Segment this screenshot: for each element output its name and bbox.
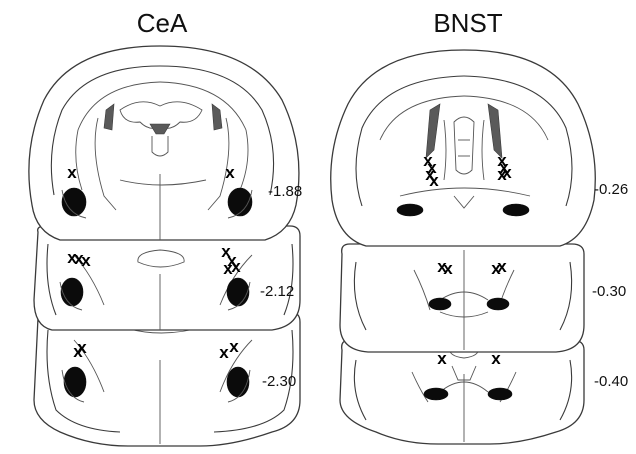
bnst-coordinate-3: -0.40 (594, 373, 628, 390)
bnst-section-3: -0.40 (340, 340, 628, 444)
cea-nucleus-right-2 (227, 278, 249, 306)
cea-title: CeA (137, 8, 188, 38)
bnst-marker: x (429, 171, 439, 190)
cea-marker: x (77, 338, 87, 357)
cea-marker: x (225, 163, 235, 182)
cea-marker: x (81, 251, 91, 270)
cea-nucleus-left-3 (64, 367, 86, 397)
cea-nucleus-right-3 (227, 367, 249, 397)
bnst-nucleus-right-2 (487, 298, 509, 310)
bnst-marker: x (502, 163, 512, 182)
cea-coordinate-2: -2.12 (260, 283, 294, 300)
cea-marker: x (231, 257, 241, 276)
bnst-marker: x (443, 259, 453, 278)
cea-coordinate-3: -2.30 (262, 373, 296, 390)
cea-coordinate-1: -1.88 (268, 183, 302, 200)
bnst-nucleus-right-1 (503, 204, 529, 216)
cea-nucleus-left-2 (61, 278, 83, 306)
cea-marker: x (219, 343, 229, 362)
bnst-nucleus-left-3 (424, 388, 448, 400)
bnst-nucleus-left-2 (429, 298, 451, 310)
bnst-title: BNST (433, 8, 502, 38)
cea-section-1: -1.88 (29, 46, 302, 240)
cea-marker: x (67, 163, 77, 182)
cea-section-3: -2.30 (34, 312, 300, 446)
cea-section-2: -2.12 (34, 226, 300, 330)
bnst-coordinate-1: -0.26 (594, 181, 628, 198)
cea-marker: x (229, 337, 239, 356)
bnst-section-2: -0.30 (340, 244, 626, 352)
cea-panel: CeA -2.30 (29, 8, 302, 446)
bnst-marker: x (491, 349, 501, 368)
bnst-nucleus-right-3 (488, 388, 512, 400)
bnst-coordinate-2: -0.30 (592, 283, 626, 300)
bnst-marker: x (437, 349, 447, 368)
bnst-nucleus-left-1 (397, 204, 423, 216)
bnst-marker: x (497, 257, 507, 276)
bnst-section-1: -0.26 (331, 50, 628, 246)
bnst-panel: BNST -0.40 -0. (331, 8, 628, 444)
